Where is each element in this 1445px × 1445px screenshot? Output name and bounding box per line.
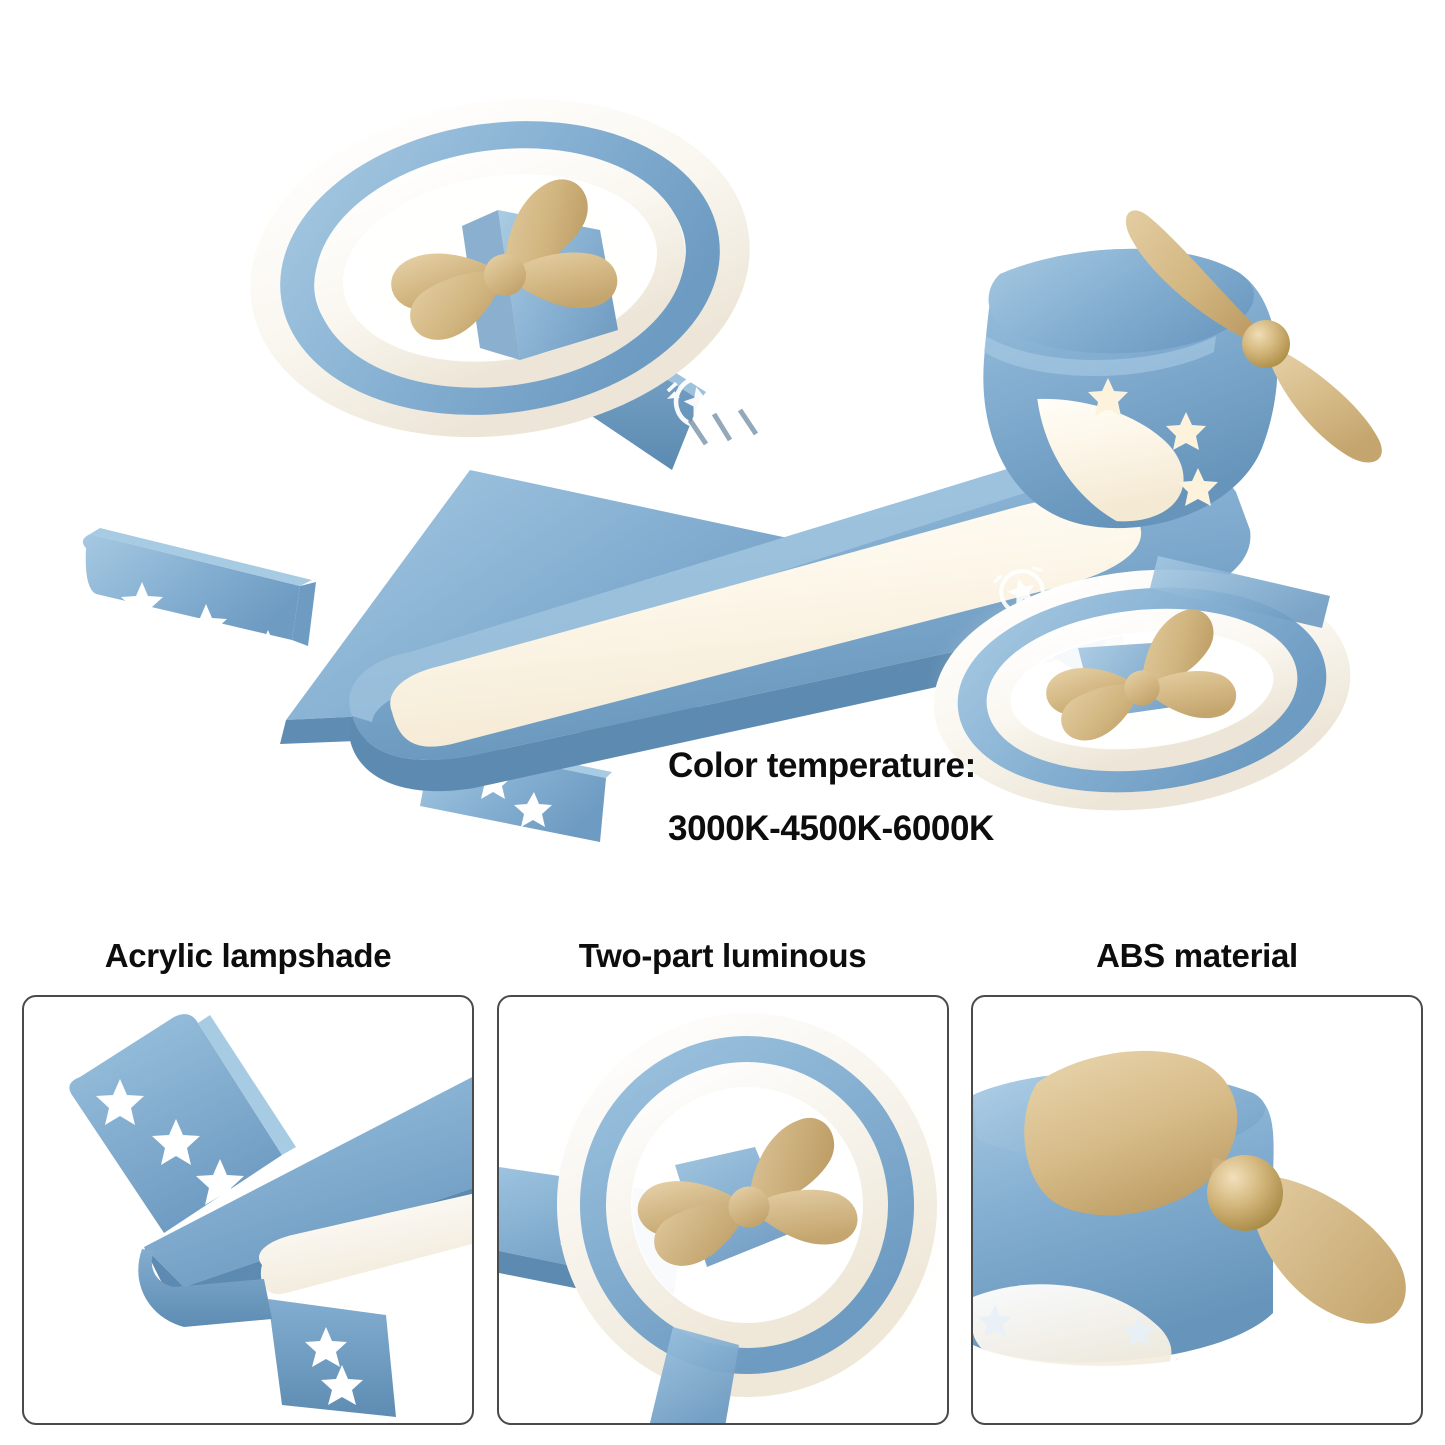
front-wheel-ring-group [925,569,1355,811]
color-temperature-value: 3000K-4500K-6000K [668,808,994,848]
color-temperature-label: Color temperature: [668,746,976,785]
feature-image-acrylic-lampshade [22,995,474,1425]
acrylic-panel-edge [259,1193,472,1295]
fuselage-acrylic-panel [390,498,1142,747]
fuselage-body [349,451,1251,792]
feature-panel-strip: Acrylic lampshade [0,925,1445,1445]
propeller-blade-right [1251,1175,1406,1324]
feature-abs-material: ABS material [971,925,1423,1445]
nose-star-cutouts [1088,378,1218,506]
propeller-hub-sphere [1207,1155,1283,1231]
rear-wheel-ring-group [245,98,755,470]
feature-acrylic-lampshade: Acrylic lampshade [22,925,474,1445]
feature-image-abs-material [971,995,1423,1425]
fan-blades [637,1118,858,1266]
feature-caption-acrylic-lampshade: Acrylic lampshade [104,937,392,974]
wing-roundel-upper [666,372,759,446]
rear-fan-blades [391,179,618,340]
color-temperature-block: Color temperature: 3000K-4500K-6000K [668,746,1188,849]
right-wing-stub [1150,556,1330,628]
front-propeller [1125,210,1382,463]
star-cutouts [978,1305,1194,1366]
nose-cylinder [983,248,1278,529]
hero-product-image: Color temperature: 3000K-4500K-6000K [82,98,1382,849]
feature-two-part-luminous: Two-part luminous [496,925,949,1445]
tail-wing-upper [82,528,316,670]
feature-caption-two-part-luminous: Two-part luminous [578,937,867,974]
airplane-light-illustration [82,98,1382,842]
star-cutouts [96,1079,244,1205]
propeller-blade-left [1024,1050,1238,1216]
feature-image-two-part-luminous [496,995,949,1425]
support-leg [649,1327,739,1423]
feature-caption-abs-material: ABS material [1096,937,1298,974]
front-fan-blades [1046,609,1237,741]
tail-star-cutouts [121,582,289,670]
